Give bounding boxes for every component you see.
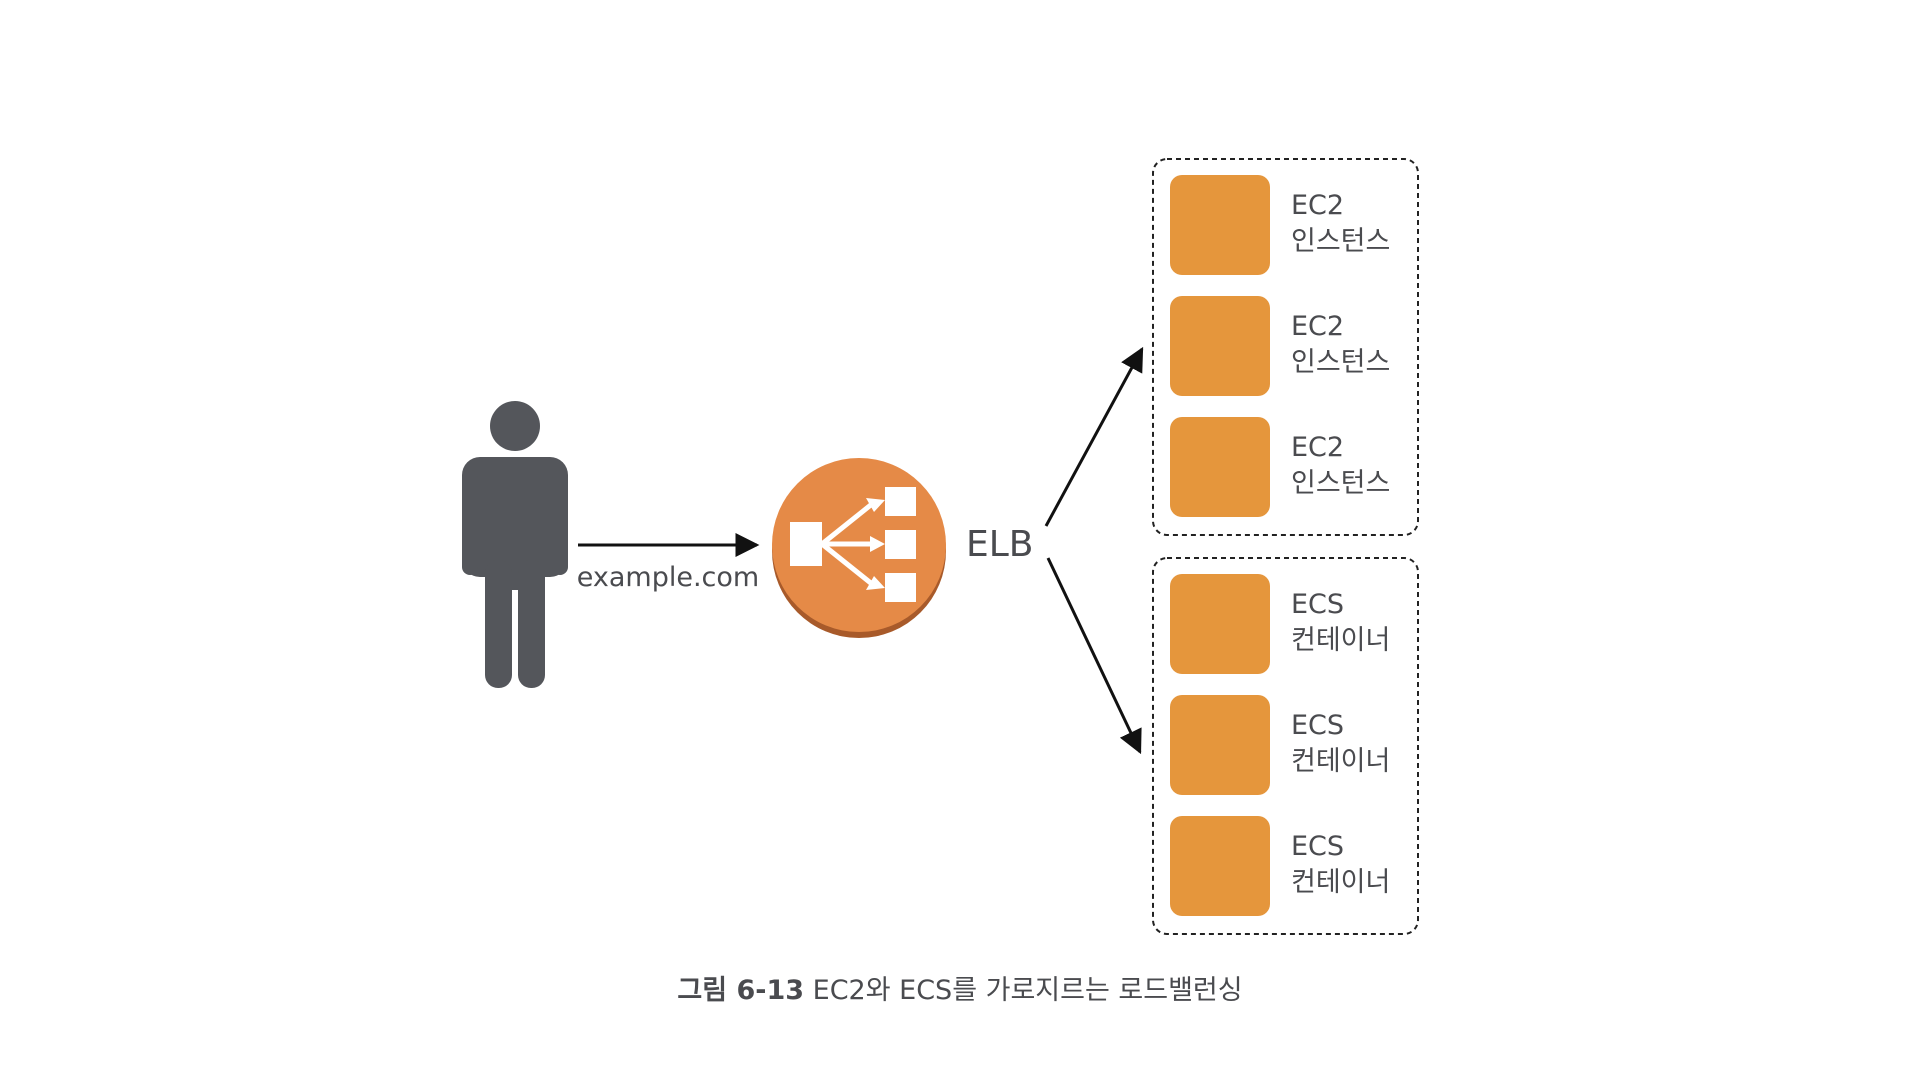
target-icon bbox=[1170, 816, 1270, 916]
target-type-label: EC2 bbox=[1291, 190, 1344, 221]
request-label: example.com bbox=[577, 562, 759, 593]
target-icon bbox=[1170, 574, 1270, 674]
figure-caption: 그림 6-13 EC2와 ECS를 가로지르는 로드밸런싱 bbox=[0, 968, 1920, 1007]
load-balancer-icon bbox=[772, 458, 946, 638]
target-kind-label: 인스턴스 bbox=[1291, 468, 1390, 499]
target-kind-label: 인스턴스 bbox=[1291, 347, 1390, 378]
caption-label: 그림 6-13 bbox=[677, 975, 805, 1006]
target-type-label: ECS bbox=[1291, 831, 1344, 862]
target-type-label: ECS bbox=[1291, 710, 1344, 741]
person-icon bbox=[462, 401, 568, 688]
target-icon bbox=[1170, 296, 1270, 396]
target-icon bbox=[1170, 695, 1270, 795]
ecs-group: ECS 컨테이너 ECS 컨테이너 ECS 컨테이너 bbox=[1152, 557, 1419, 935]
target-groups: EC2 인스턴스 EC2 인스턴스 EC2 인스턴스 ECS 컨테이너 ECS 컨테이너 ECS 컨테… bbox=[1152, 158, 1419, 935]
target-type-label: ECS bbox=[1291, 589, 1344, 620]
target-icon bbox=[1170, 417, 1270, 517]
group-border bbox=[1152, 158, 1419, 536]
elb-to-ecs-arrow bbox=[1046, 557, 1142, 755]
elb-to-ec2-arrow bbox=[1044, 346, 1144, 527]
elb-label: ELB bbox=[966, 524, 1034, 565]
target-kind-label: 컨테이너 bbox=[1291, 867, 1390, 898]
target-kind-label: 컨테이너 bbox=[1291, 625, 1390, 656]
caption-text: EC2와 ECS를 가로지르는 로드밸런싱 bbox=[804, 975, 1243, 1006]
group-border bbox=[1152, 557, 1419, 935]
target-kind-label: 인스턴스 bbox=[1291, 226, 1390, 257]
target-type-label: EC2 bbox=[1291, 432, 1344, 463]
target-kind-label: 컨테이너 bbox=[1291, 746, 1390, 777]
ec2-group: EC2 인스턴스 EC2 인스턴스 EC2 인스턴스 bbox=[1152, 158, 1419, 536]
target-icon bbox=[1170, 175, 1270, 275]
target-type-label: EC2 bbox=[1291, 311, 1344, 342]
